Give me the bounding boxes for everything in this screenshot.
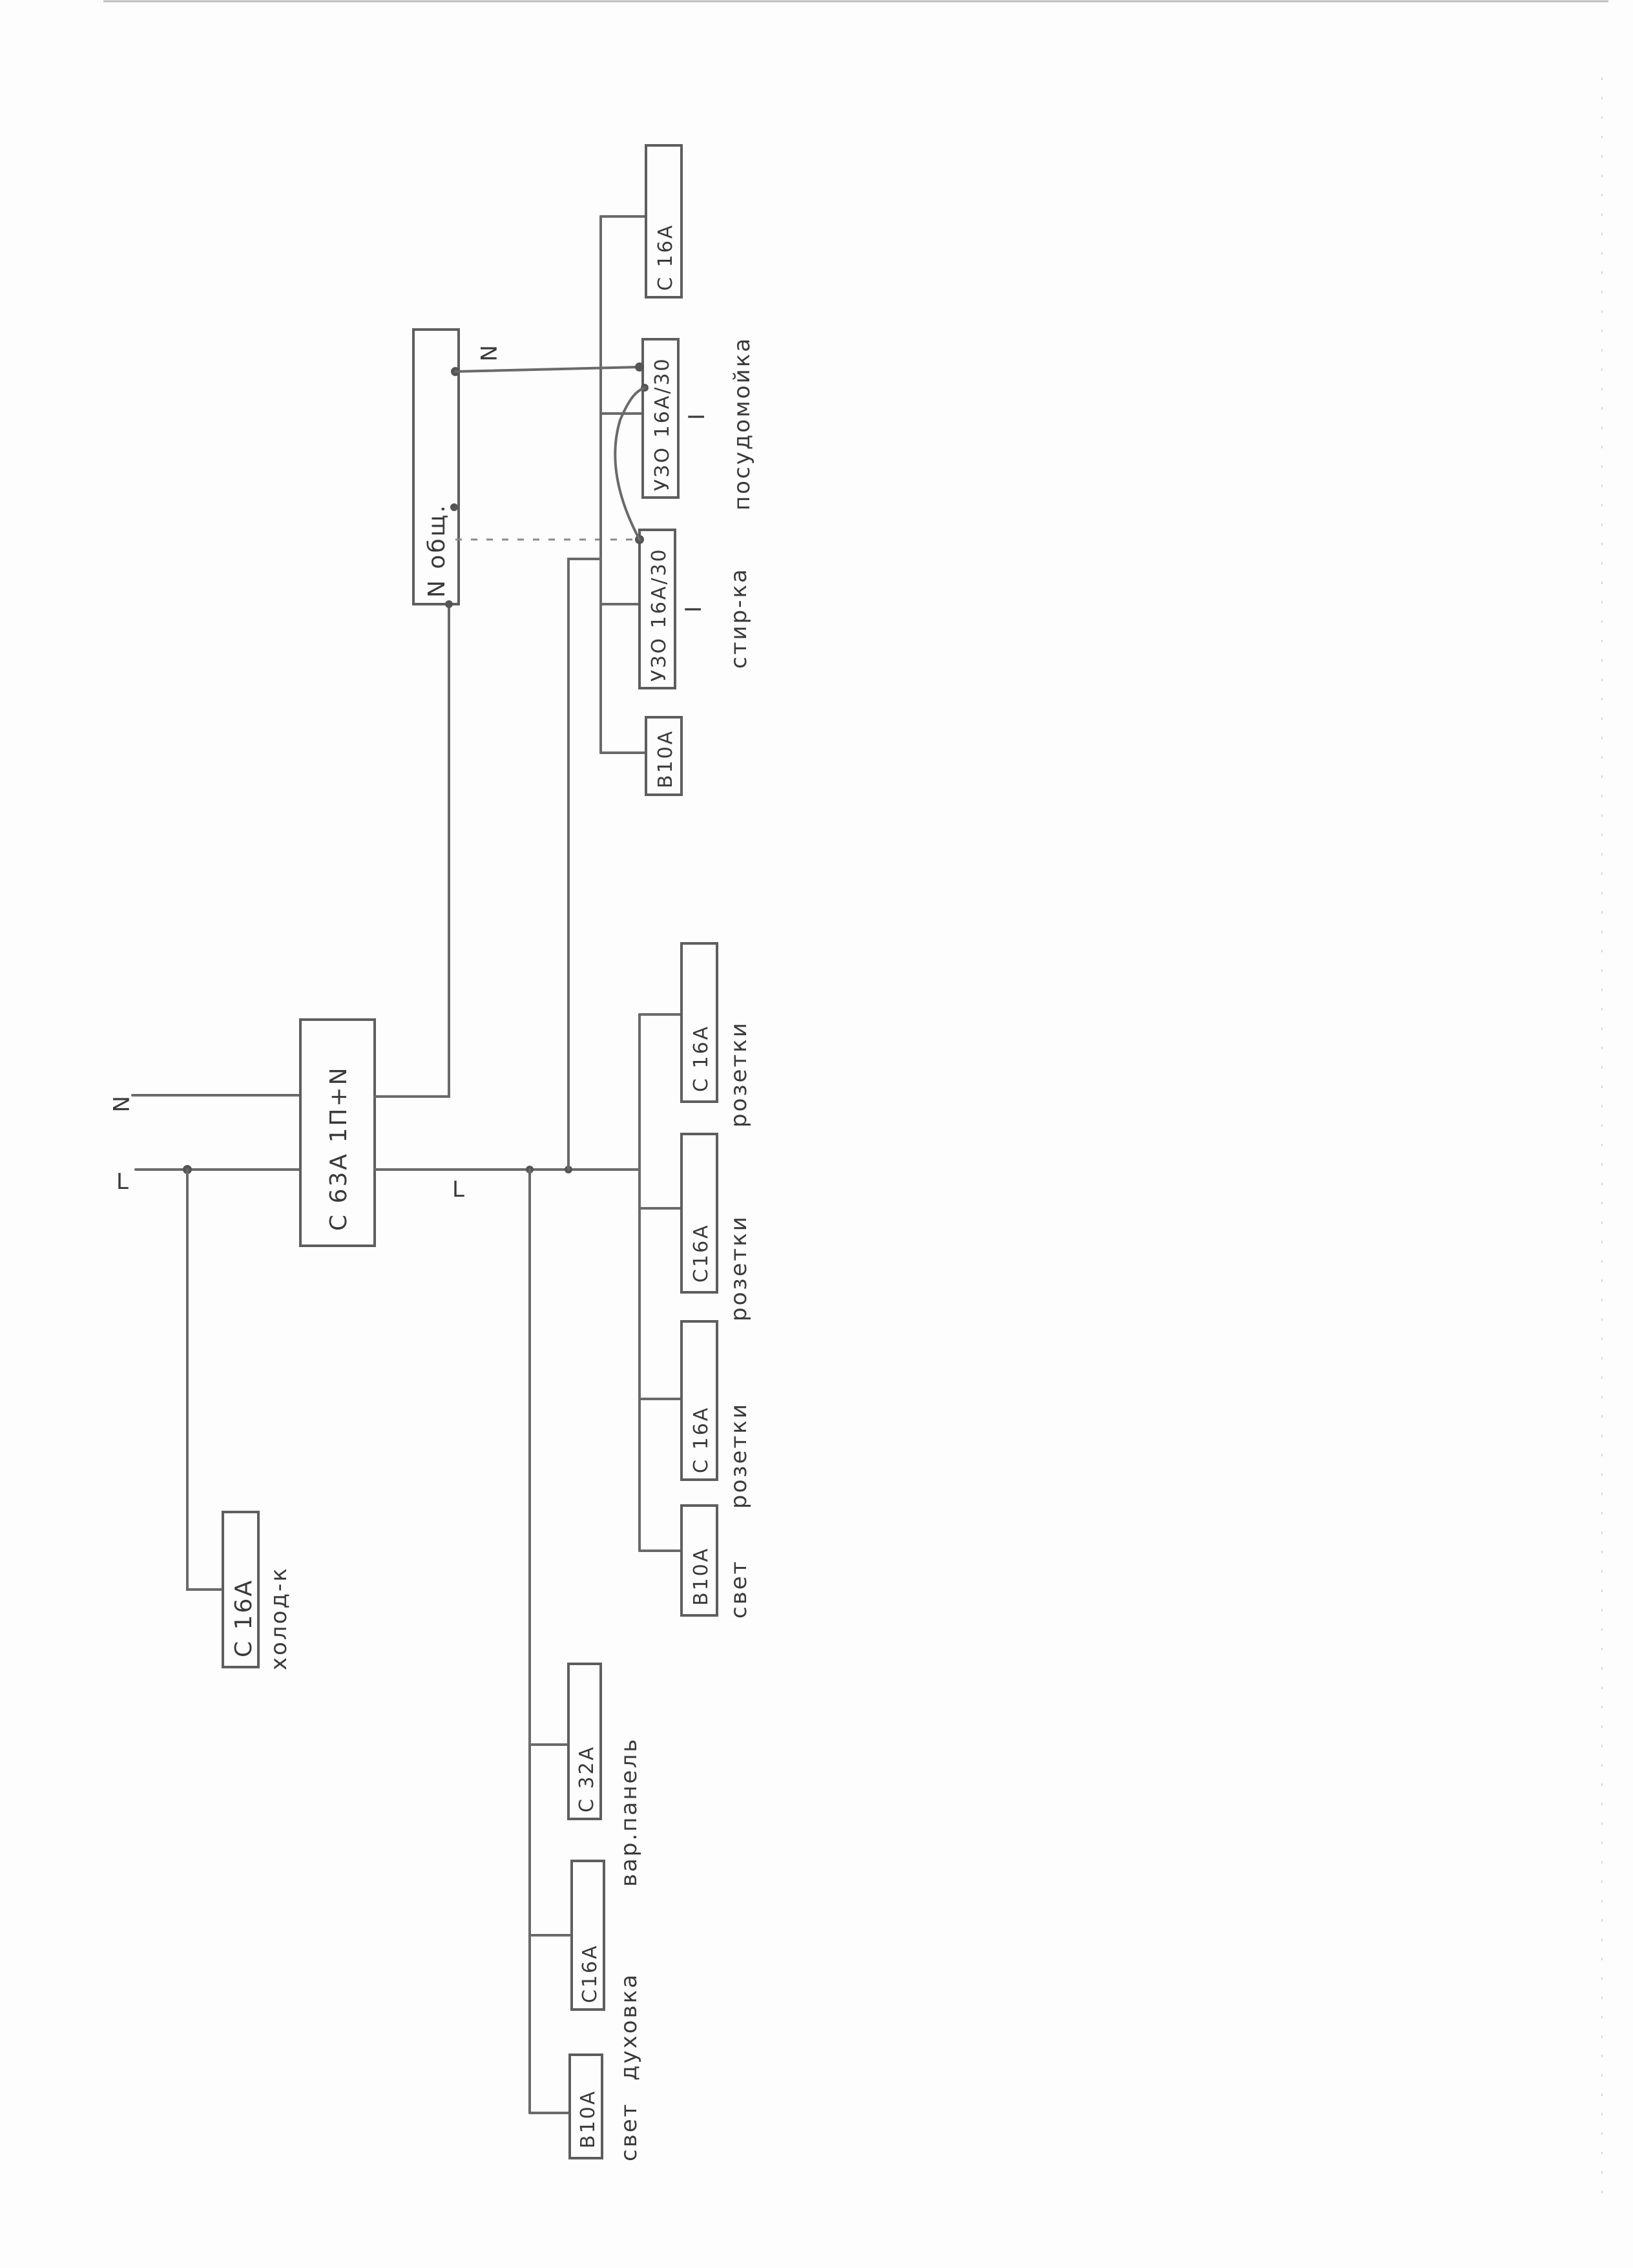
wire-right-feed [567,558,602,1171]
main-breaker [299,1018,376,1247]
junction-dot-icon [450,503,458,511]
wire-fridge [186,1168,224,1591]
wire-rcd-bridge [614,386,646,541]
breaker-left-c16 [570,1860,605,2011]
caption-mid-c16a: розетки [726,1402,752,1509]
neutral-bar [412,328,460,605]
label-L-bus: L [452,1177,466,1202]
breaker-mid-c16c [680,942,718,1103]
breaker-mid-c16a-label: C 16A [690,1406,712,1473]
breaker-left-b10 [568,2053,603,2159]
junction-dot-icon [445,600,453,608]
rcd-2-mark: I [684,412,710,420]
label-N-in: N [107,1096,133,1114]
breaker-left-c16-label: C16A [579,1944,601,2003]
breaker-left-b10-label: B10A [577,2090,599,2148]
caption-fridge: холод-к [266,1566,292,1670]
caption-mid-c16b: розетки [726,1215,752,1321]
label-N-top: N [475,345,501,363]
caption-rcd-2: посудомойка [729,337,755,510]
rcd-1 [638,529,676,689]
breaker-mid-c16b [680,1133,718,1294]
breaker-right-c16-label: C 16A [654,224,677,291]
breaker-right-c16 [645,144,683,299]
caption-mid-b10: свет [726,1560,752,1619]
breaker-fridge [222,1511,260,1668]
wire-N-rcd2 [454,366,641,373]
rcd-2-label: УЗО 16А/30 [651,357,674,491]
main-breaker-label: C 63A 1П+N [326,1066,352,1231]
caption-rcd-1: стир-ка [726,567,752,669]
caption-left-c32: вар.панель [616,1738,642,1887]
breaker-right-b10 [645,716,683,796]
caption-left-b10: свет [616,2103,642,2161]
rcd-2 [641,338,680,499]
breaker-right-b10-label: B10A [654,730,677,788]
breaker-mid-b10-label: B10A [690,1547,712,1606]
junction-dot-icon [635,362,644,372]
breaker-mid-c16c-label: C 16A [690,1025,712,1092]
rcd-1-mark: I [681,604,707,613]
label-L-in: L [116,1169,130,1195]
caption-mid-c16c: розетки [726,1021,752,1128]
caption-left-c16: духовка [616,1973,642,2081]
breaker-mid-b10 [680,1504,718,1617]
breaker-mid-c16b-label: C16A [690,1223,712,1283]
breaker-left-c32 [567,1663,602,1820]
neutral-bar-label: N общ. [424,503,450,598]
wire-N-out [373,603,450,1098]
wire-left-c16 [528,1934,573,1949]
breaker-left-c32-label: C 32A [576,1745,598,1812]
breaker-mid-c16a [680,1320,718,1481]
breaker-fridge-label: C 16A [231,1579,257,1657]
rcd-1-label: УЗО 16А/30 [648,547,671,682]
